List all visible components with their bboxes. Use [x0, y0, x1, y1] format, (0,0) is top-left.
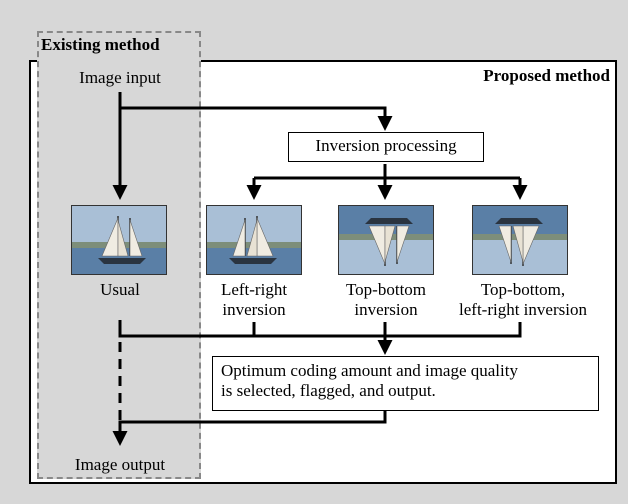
- sailboat-image-top-bottom: [339, 206, 433, 274]
- arrow-input-to-inversion: [120, 106, 393, 131]
- left-right-label-2: inversion: [222, 300, 286, 319]
- image-output-label: Image output: [74, 455, 166, 474]
- optimum-selection-box: Optimum coding amount and image quality …: [212, 356, 599, 411]
- arrow-optimum-to-output: [112, 411, 387, 446]
- optimum-line-1: Optimum coding amount and image quality: [221, 361, 518, 380]
- thumbnail-usual: [71, 205, 167, 275]
- optimum-line-2: is selected, flagged, and output.: [221, 381, 436, 400]
- top-bottom-left-right-label-2: left-right inversion: [459, 300, 587, 319]
- thumbnail-top-bottom-left-right: [472, 205, 568, 275]
- inversion-processing-box: Inversion processing: [288, 132, 484, 162]
- gather-line: [118, 320, 522, 338]
- thumbnail-left-right: [206, 205, 302, 275]
- proposed-method-label: Proposed method: [483, 66, 610, 85]
- top-bottom-left-right-label-1: Top-bottom,: [480, 280, 566, 299]
- sailboat-image: [72, 206, 166, 274]
- existing-method-label: Existing method: [41, 35, 160, 55]
- top-bottom-label-2: inversion: [354, 300, 418, 319]
- left-right-label-1: Left-right: [220, 280, 288, 299]
- usual-label: Usual: [100, 280, 140, 299]
- inversion-processing-label: Inversion processing: [315, 136, 457, 155]
- top-bottom-label-1: Top-bottom: [345, 280, 427, 299]
- image-input-label: Image input: [79, 68, 161, 87]
- sailboat-image-left-right: [207, 206, 301, 274]
- thumbnail-top-bottom: [338, 205, 434, 275]
- sailboat-image-top-bottom-left-right: [473, 206, 567, 274]
